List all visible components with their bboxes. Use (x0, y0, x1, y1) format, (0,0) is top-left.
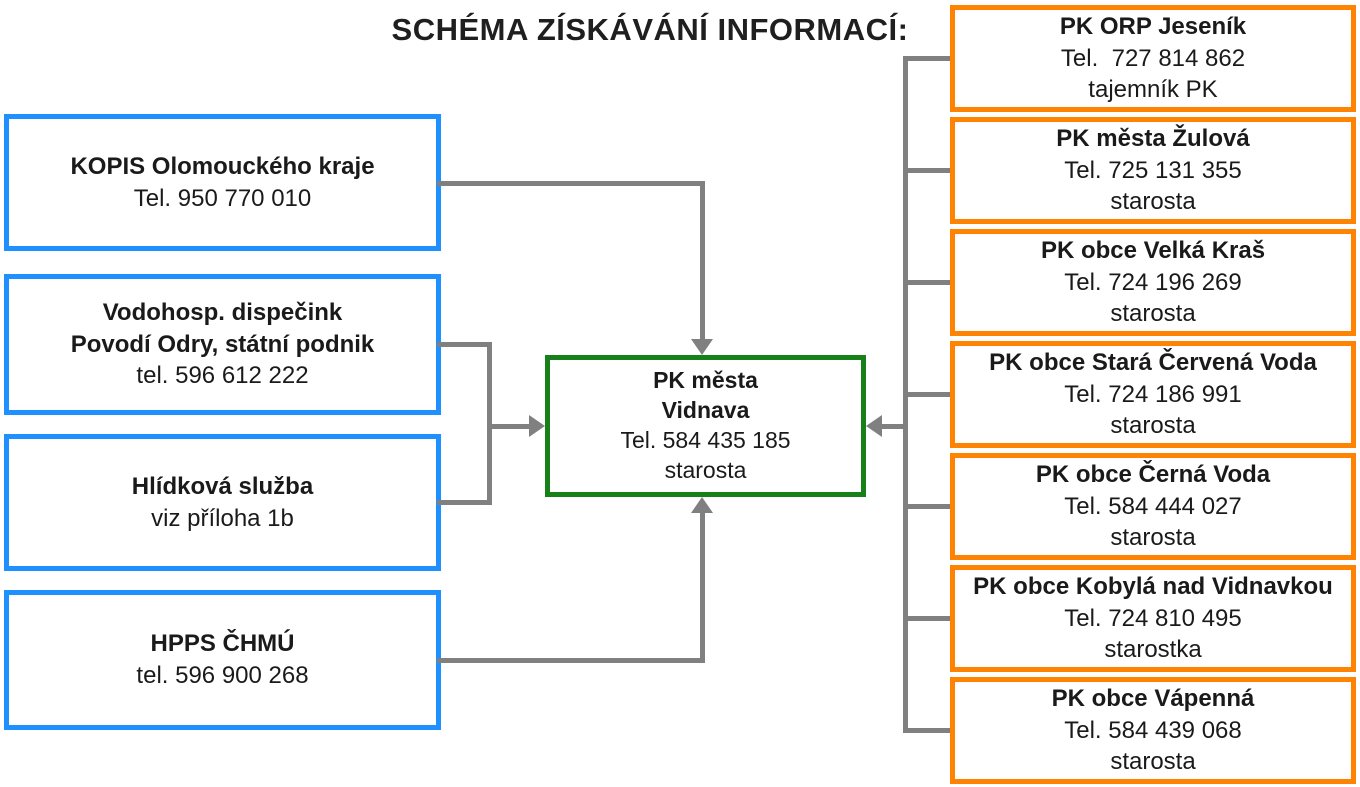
box-phone: Tel. 725 131 355 (1064, 156, 1242, 184)
box-title: PK obce Velká Kraš (1040, 237, 1266, 264)
box-phone: Tel. 950 770 010 (133, 184, 312, 212)
connector-hlidkova-stub (437, 500, 492, 505)
box-title: PK obce Černá Voda (1035, 461, 1271, 488)
box-phone: Tel. 584 435 185 (620, 427, 791, 453)
box-role: starosta (664, 456, 747, 483)
box-role: starosta (1110, 412, 1196, 440)
connector-kopis-vertical (700, 181, 705, 341)
box-hpps-chmu: HPPS ČHMÚ tel. 596 900 268 (4, 590, 441, 730)
connector-vodohosp-stub (437, 342, 492, 347)
box-kopis: KOPIS Olomouckého kraje Tel. 950 770 010 (4, 114, 441, 251)
arrowhead-up-into-center-icon (691, 497, 713, 513)
connector-kopis-horizontal (437, 181, 705, 186)
box-note: viz příloha 1b (151, 504, 294, 532)
box-phone: Tel. 584 439 068 (1064, 716, 1242, 744)
connector-hpps-horizontal (437, 658, 705, 663)
box-vodohosp-dispecink: Vodohosp. dispečink Povodí Odry, státní … (4, 274, 441, 415)
box-pk-obce-cerna-voda: PK obce Černá Voda Tel. 584 444 027 star… (950, 453, 1356, 560)
box-title: PK obce Kobylá nad Vidnavkou (973, 573, 1333, 600)
box-role: starosta (1110, 524, 1196, 552)
box-pk-mesta-zulova: PK města Žulová Tel. 725 131 355 starost… (950, 117, 1356, 224)
box-role: starosta (1110, 188, 1196, 216)
arrowhead-left-into-center-icon (866, 415, 882, 437)
box-pk-mesta-vidnava: PK města Vidnava Tel. 584 435 185 staros… (545, 355, 866, 497)
box-role: starostka (1104, 636, 1202, 664)
connector-stub-stara-cervena-voda (903, 392, 950, 397)
connector-stub-jesenik (903, 56, 950, 61)
box-phone: Tel. 724 186 991 (1064, 380, 1242, 408)
arrowhead-down-into-center-icon (691, 339, 713, 355)
connector-trunk-to-center (881, 424, 908, 429)
connector-left-bracket-vertical (487, 342, 492, 505)
connector-hpps-vertical (700, 511, 705, 663)
connector-left-to-center (487, 424, 531, 429)
box-title: PK města Žulová (1056, 125, 1250, 152)
box-title: PK ORP Jeseník (1059, 13, 1247, 40)
box-phone: tel. 596 900 268 (136, 662, 309, 689)
connector-stub-cerna-voda (903, 504, 950, 509)
box-title: Vodohosp. dispečink (102, 298, 343, 326)
box-subtitle: Povodí Odry, státní podnik (70, 330, 375, 358)
box-title: PK města (653, 367, 758, 394)
box-role: starosta (1110, 748, 1196, 776)
box-phone: tel. 596 612 222 (136, 362, 309, 390)
box-phone: Tel. 724 196 269 (1064, 268, 1242, 296)
connector-stub-kobyla (903, 616, 950, 621)
connector-stub-zulova (903, 168, 950, 173)
connector-stub-velka-kras (903, 280, 950, 285)
box-hlidkova-sluzba: Hlídková služba viz příloha 1b (4, 434, 441, 571)
connector-stub-vapenna (903, 728, 950, 733)
box-phone: Tel. 727 814 862 (1060, 44, 1246, 72)
arrowhead-right-into-center-icon (529, 415, 545, 437)
box-pk-obce-stara-cervena-voda: PK obce Stará Červená Voda Tel. 724 186 … (950, 341, 1356, 448)
box-pk-orp-jesenik: PK ORP Jeseník Tel. 727 814 862 tajemník… (950, 5, 1356, 112)
box-title: HPPS ČHMÚ (150, 630, 295, 658)
box-phone: Tel. 584 444 027 (1064, 492, 1242, 520)
box-phone: Tel. 724 810 495 (1064, 604, 1242, 632)
diagram-title: SCHÉMA ZÍSKÁVÁNÍ INFORMACÍ: (391, 12, 909, 47)
box-role: starosta (1110, 300, 1196, 328)
box-title: KOPIS Olomouckého kraje (70, 152, 375, 180)
box-pk-obce-kobyla-nad-vidnavkou: PK obce Kobylá nad Vidnavkou Tel. 724 81… (950, 565, 1356, 672)
box-title2: Vidnava (661, 397, 750, 424)
box-title: PK obce Stará Červená Voda (989, 349, 1317, 376)
box-role: tajemník PK (1088, 76, 1218, 104)
box-title: Hlídková služba (131, 472, 314, 500)
box-pk-obce-vapenna: PK obce Vápenná Tel. 584 439 068 starost… (950, 677, 1356, 784)
box-title: PK obce Vápenná (1051, 685, 1255, 712)
box-pk-obce-velka-kras: PK obce Velká Kraš Tel. 724 196 269 star… (950, 229, 1356, 336)
